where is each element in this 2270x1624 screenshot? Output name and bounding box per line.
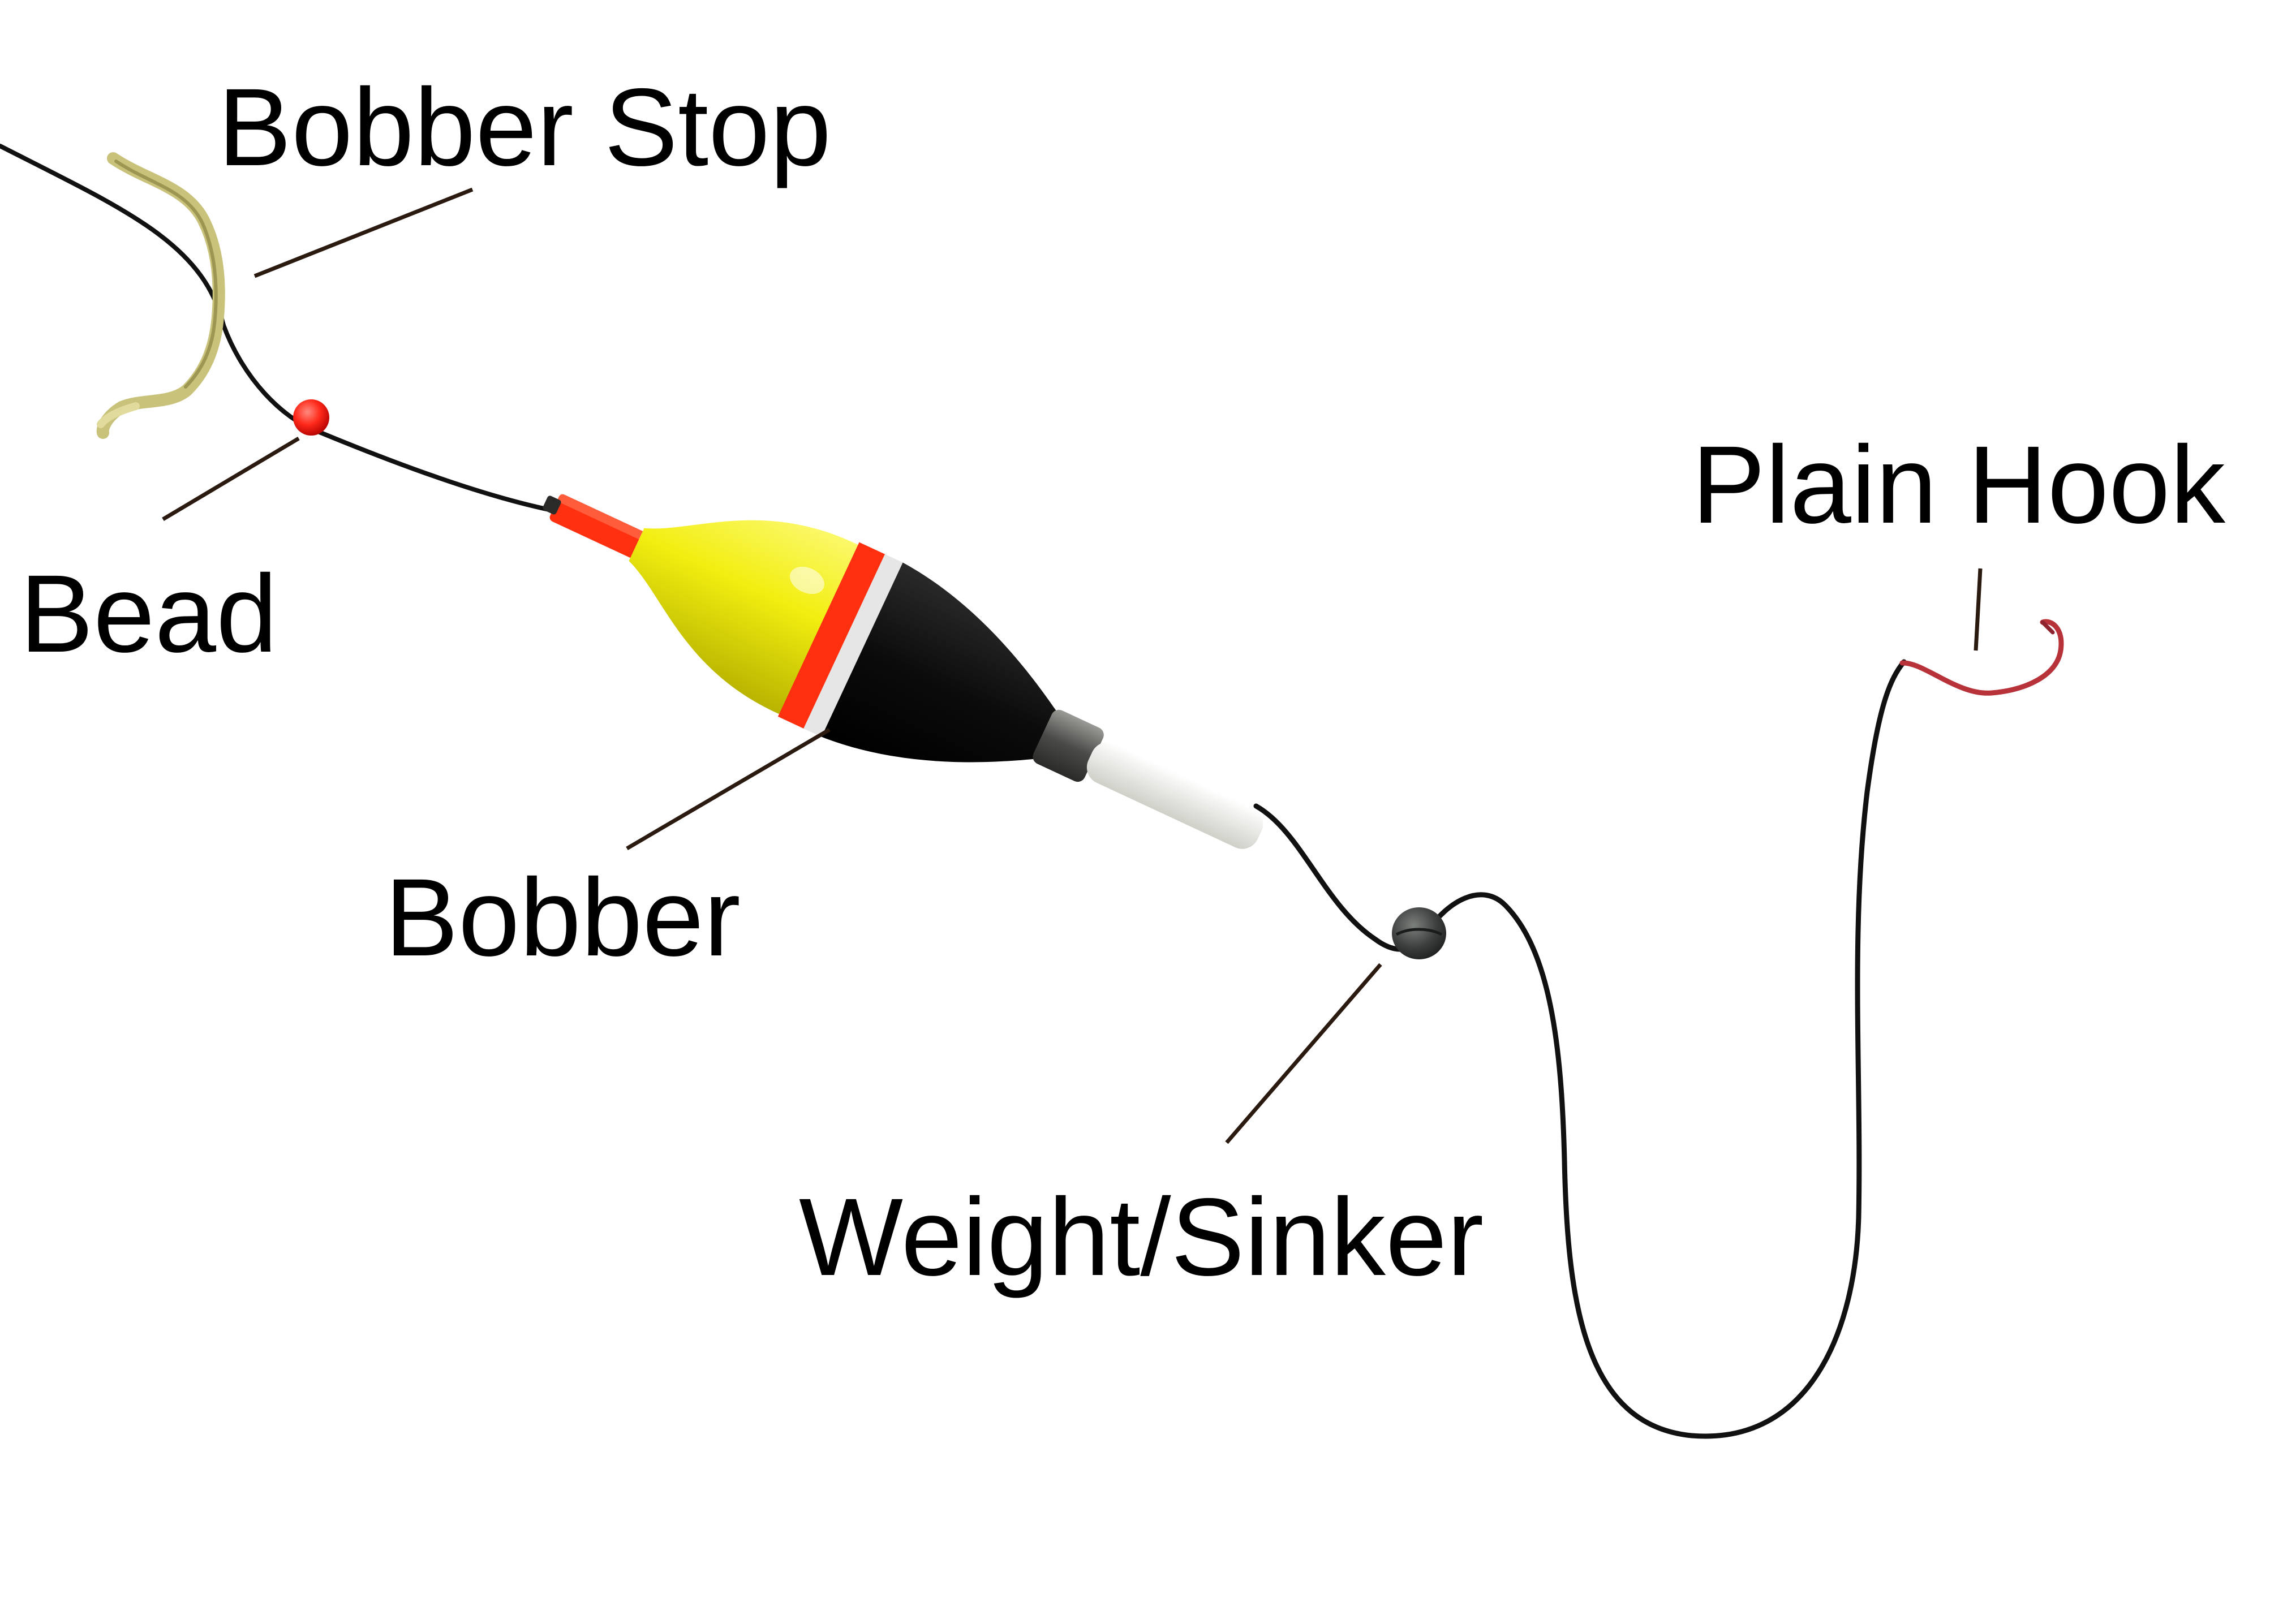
- leader-line-bead: [162, 436, 300, 522]
- plain-hook: [1899, 619, 2064, 696]
- leader-line-hook: [1974, 568, 1983, 651]
- label-bead: Bead: [20, 552, 278, 675]
- bobber-stop-knot: [96, 152, 225, 439]
- label-bobber-stop: Bobber Stop: [218, 66, 832, 189]
- leader-line-bobber: [626, 727, 831, 851]
- label-bobber: Bobber: [385, 856, 741, 979]
- label-weight-sinker: Weight/Sinker: [799, 1175, 1484, 1299]
- fishing-line-lower: [1253, 659, 1907, 1439]
- label-plain-hook: Plain Hook: [1692, 423, 2226, 546]
- leader-line-sinker: [1225, 963, 1382, 1144]
- fishing-line-upper: [0, 144, 562, 514]
- leader-line-bobber-stop: [253, 187, 474, 278]
- split-shot-sinker: [1392, 907, 1446, 959]
- bead-ball: [293, 399, 329, 436]
- hook-barb: [2040, 620, 2055, 635]
- bobber-float: [543, 494, 1263, 849]
